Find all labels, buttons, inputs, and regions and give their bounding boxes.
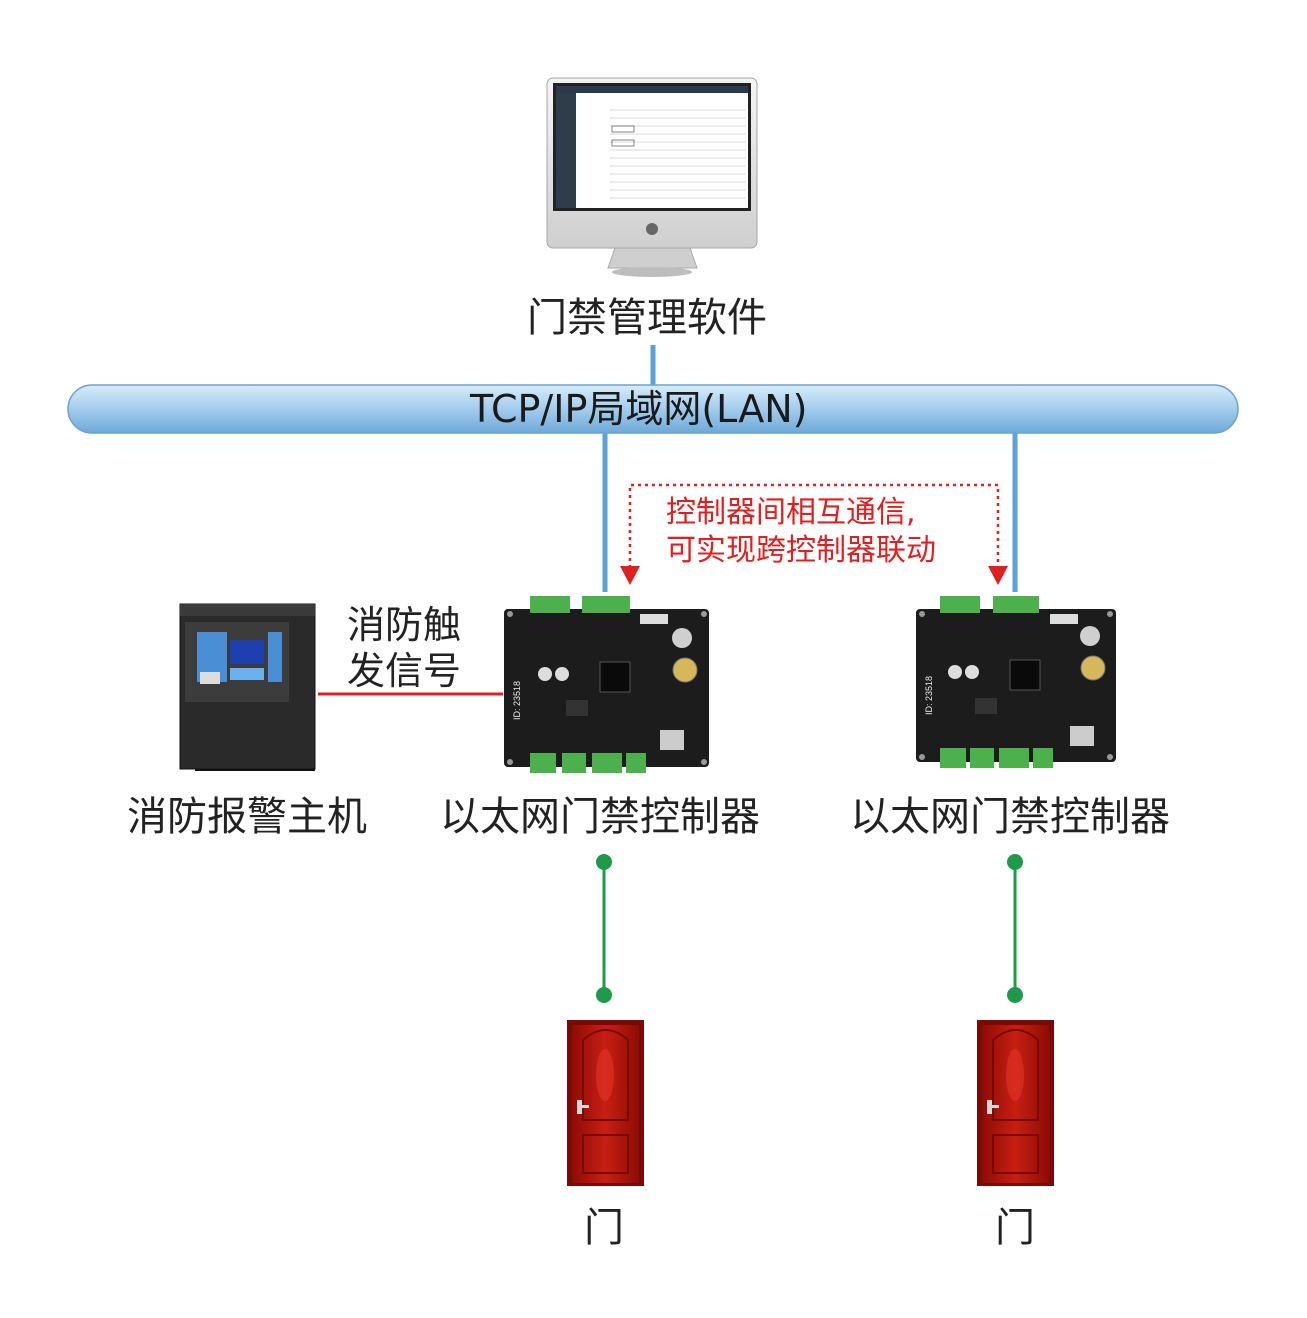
interlink-arrow-right-icon	[988, 566, 1008, 585]
interlink-label-line2: 可实现跨控制器联动	[666, 533, 936, 568]
controller1-label: 以太网门禁控制器	[440, 794, 760, 840]
fire-host-label: 消防报警主机	[127, 794, 367, 840]
door1-line-bottom-dot	[596, 987, 612, 1003]
interlink-arrow-left-icon	[620, 566, 640, 585]
network-label: TCP/IP局域网(LAN)	[470, 387, 808, 431]
controller1-id-text: ID: 23518	[512, 681, 522, 720]
door2-line-bottom-dot	[1007, 987, 1023, 1003]
door2-line-top-dot	[1007, 854, 1023, 870]
door1-line-top-dot	[596, 854, 612, 870]
controller1-board-icon	[504, 596, 709, 773]
door2-label: 门	[995, 1205, 1035, 1251]
fire-signal-label-line2: 发信号	[347, 649, 462, 693]
controller2-id-text: ID: 23518	[924, 676, 934, 715]
interlink-label-line1: 控制器间相互通信,	[666, 495, 916, 530]
door1-label: 门	[584, 1205, 624, 1251]
interlink-dotted-line	[628, 483, 1000, 568]
software-label: 门禁管理软件	[527, 295, 767, 341]
door1-icon	[567, 1020, 644, 1186]
fire-alarm-host-icon	[179, 603, 316, 771]
computer-monitor-icon	[546, 77, 758, 277]
controller2-board-icon	[916, 596, 1116, 768]
controller2-label: 以太网门禁控制器	[850, 794, 1170, 840]
door2-icon	[977, 1020, 1054, 1186]
fire-signal-label-line1: 消防触	[347, 603, 462, 647]
lan-pipe	[67, 384, 1239, 434]
